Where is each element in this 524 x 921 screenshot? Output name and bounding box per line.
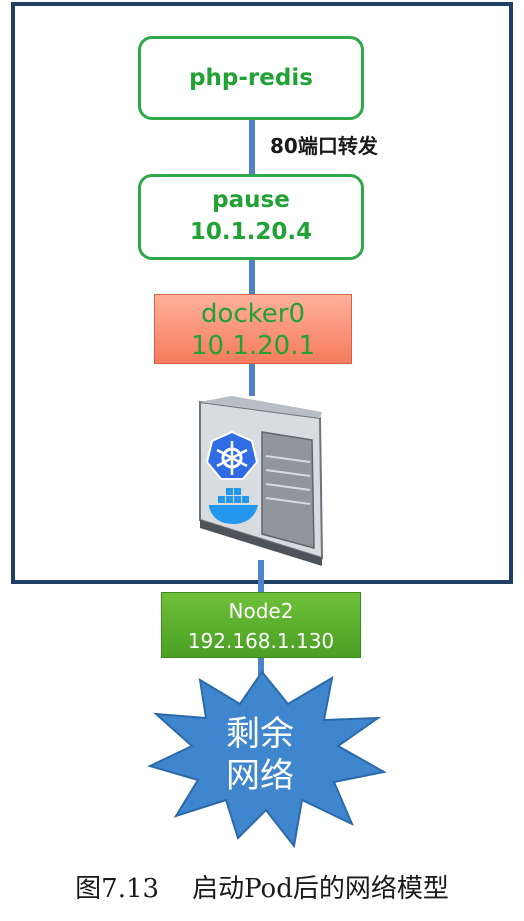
node2-label: Node2 bbox=[228, 599, 294, 623]
php-redis-box: php-redis bbox=[138, 36, 364, 120]
docker0-label: docker0 bbox=[200, 299, 306, 329]
docker-icon bbox=[209, 488, 258, 525]
network-label-line2: 网络 bbox=[226, 756, 294, 796]
node2-box: Node2 192.168.1.130 bbox=[161, 592, 361, 658]
php-redis-label: php-redis bbox=[189, 65, 313, 91]
figure-caption: 图7.13 启动Pod后的网络模型 bbox=[75, 874, 449, 904]
server-top bbox=[200, 396, 322, 418]
link-app-pause bbox=[249, 118, 255, 176]
docker0-box: docker0 10.1.20.1 bbox=[154, 294, 352, 364]
pause-ip: 10.1.20.4 bbox=[189, 219, 313, 245]
link-pause-docker bbox=[249, 258, 255, 296]
docker0-ip: 10.1.20.1 bbox=[190, 331, 316, 361]
network-burst-shape bbox=[147, 670, 387, 849]
node2-ip: 192.168.1.130 bbox=[187, 629, 335, 653]
link-server-host bbox=[258, 560, 264, 594]
kubernetes-icon bbox=[205, 430, 259, 480]
server-base bbox=[200, 520, 322, 566]
port-forward-label: 80端口转发 bbox=[270, 134, 378, 158]
link-docker-server bbox=[249, 364, 255, 396]
network-label-line1: 剩余 bbox=[226, 714, 294, 754]
pause-label: pause bbox=[212, 187, 290, 213]
pause-box: pause 10.1.20.4 bbox=[138, 174, 364, 260]
